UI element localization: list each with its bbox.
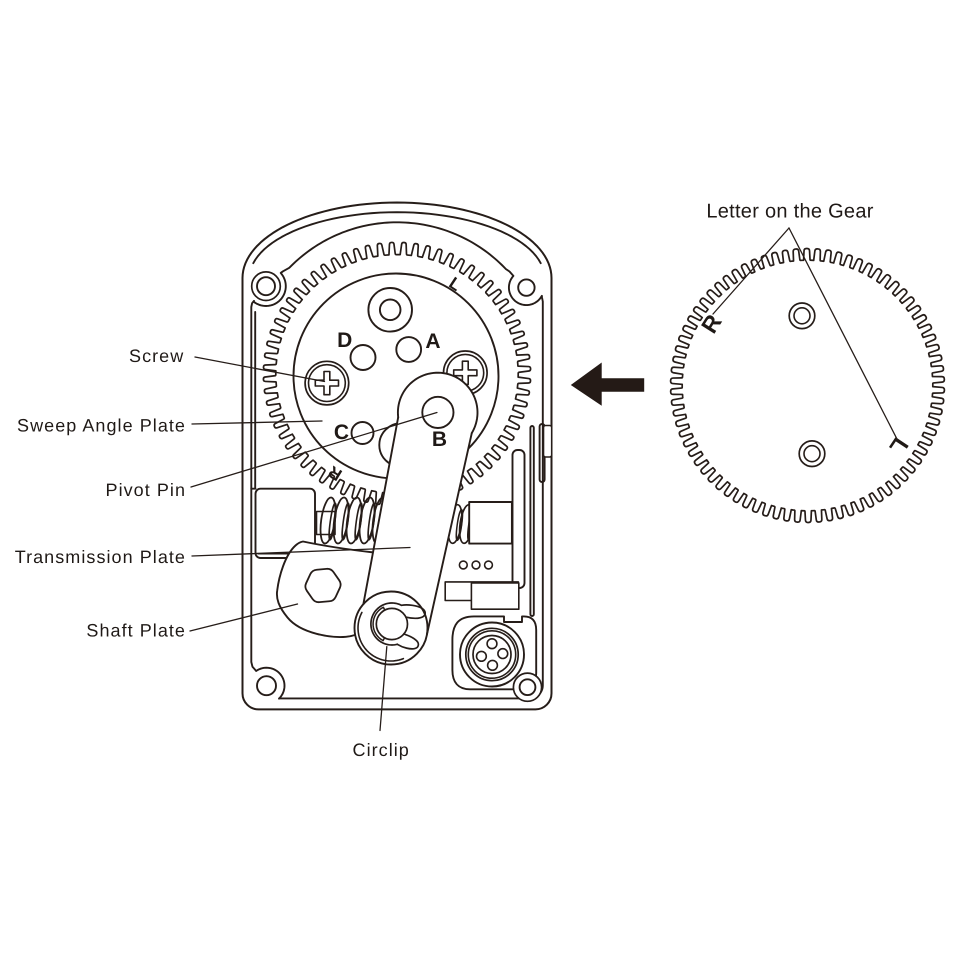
svg-text:A: A xyxy=(425,330,440,353)
svg-text:Pivot Pin: Pivot Pin xyxy=(106,480,186,500)
svg-text:B: B xyxy=(432,428,447,451)
svg-text:C: C xyxy=(334,421,349,444)
svg-text:Shaft Plate: Shaft Plate xyxy=(86,621,186,641)
svg-text:Letter on the Gear: Letter on the Gear xyxy=(706,201,873,223)
svg-text:Circlip: Circlip xyxy=(353,740,410,760)
svg-text:Screw: Screw xyxy=(129,346,184,366)
svg-text:Transmission Plate: Transmission Plate xyxy=(15,547,186,567)
svg-text:D: D xyxy=(337,329,352,352)
svg-text:Sweep Angle Plate: Sweep Angle Plate xyxy=(17,416,186,436)
